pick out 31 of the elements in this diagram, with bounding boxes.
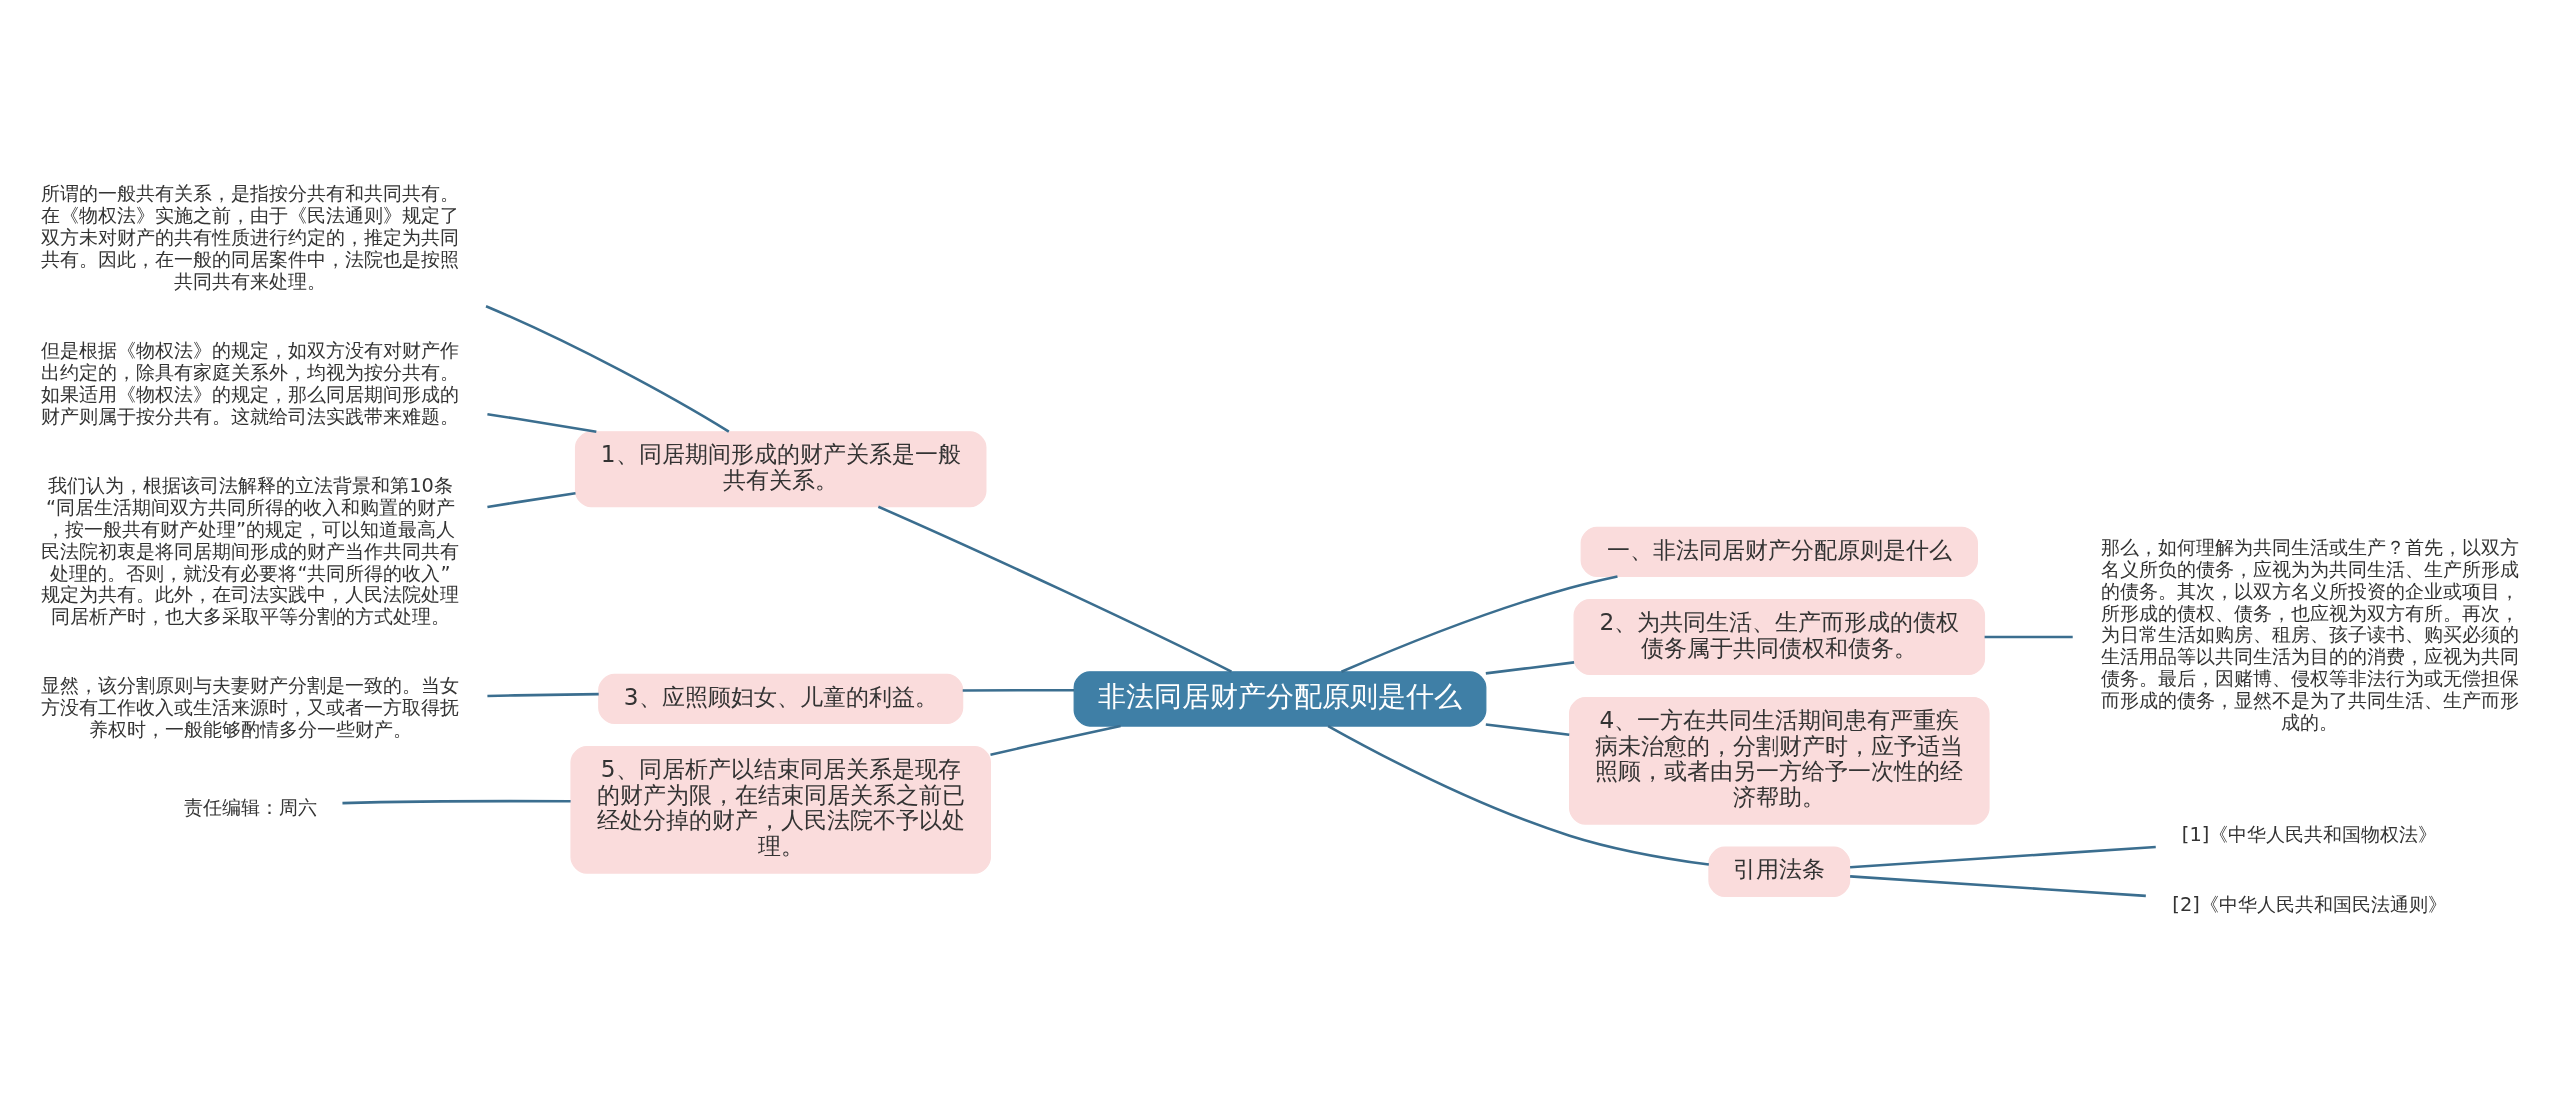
node-box: 2、为共同生活、生产而形成的债权债务属于共同债权和债务。 (1573, 598, 1986, 675)
connector (1485, 660, 1575, 675)
connector (487, 692, 599, 697)
connector (1850, 845, 2156, 868)
node-box: 非法同居财产分配原则是什么 (1073, 670, 1487, 727)
node-text: 显然，该分割原则与夫妻财产分割是一致的。当女方没有工作收入或生活来源时，又或者一方取得抚养权时，一般能够酌情多分一些财产。 (41, 673, 460, 741)
node-text: 我们认为，根据该司法解释的立法背景和第10条“同居生活期间双方共同所得的收入和购置的财产，按一般共有财产处理”的规定，可以知道最高人民法院初衷是将同居期间形成的财产当作共同共有处理的。否则，就没有必要将“共同所得的收入”规定为共有。此外，在司法实践中，人民法院处理同居析产时，也大多采取平等分割的方式处理。 (41, 473, 460, 628)
node-text: 责任编辑：周六 (183, 795, 317, 819)
connector (962, 688, 1075, 692)
connector (877, 505, 1232, 673)
connector (485, 304, 730, 433)
node-box: 5、同居析产以结束同居关系是现存的财产为限，在结束同居关系之前已经处分掉的财产，人民法院不予以处理。 (570, 745, 991, 874)
node-text: 但是根据《物权法》的规定，如双方没有对财产作出约定的，除具有家庭关系外，均视为按分共有。如果适用《物权法》的规定，那么同居期间形成的财产则属于按分共有。这就给司法实践带来难题。 (41, 338, 460, 428)
node-text: [1]《中华人民共和国物权法》 (2181, 822, 2438, 846)
connector (1327, 724, 1710, 866)
node-text: 那么，如何理解为共同生活或生产？首先，以双方名义所负的债务，应视为为共同生活、生产所形成的债务。其次，以双方名义所投资的企业或项目，所形成的债权、债务，也应视为双方有所。再次，为日常生活如购房、租房、孩子读书、购买必须的生活用品等以共同生活为目的的消费，应视为共同债务。最后，因赌博、侵权等非法行为或无偿担保而形成的债务，显然不是为了共同生活、生产而形成的。 (2100, 535, 2519, 734)
node-box: 一、非法同居财产分配原则是什么 (1580, 526, 1978, 577)
node-text: [2]《中华人民共和国民法通则》 (2172, 892, 2447, 916)
node-box: 3、应照顾妇女、儿童的利益。 (598, 673, 964, 724)
node-box: 1、同居期间形成的财产关系是一般共有关系。 (574, 430, 987, 507)
connector (487, 491, 576, 508)
connector (990, 724, 1121, 756)
connector (487, 412, 597, 433)
connector (1850, 874, 2146, 897)
connector (1485, 722, 1570, 736)
node-text: 所谓的一般共有关系，是指按分共有和共同共有。在《物权法》实施之前，由于《民法通则》规定了双方未对财产的共有性质进行约定的，推定为共同共有。因此，在一般的同居案件中，法院也是按照共同共有来处理。 (41, 181, 460, 293)
connector (342, 799, 571, 804)
connector (1984, 635, 2073, 638)
node-box: 引用法条 (1708, 846, 1851, 897)
connector (1340, 574, 1618, 673)
node-box: 4、一方在共同生活期间患有严重疾病未治愈的，分割财产时，应予适当照顾，或者由另一方给予一次性的经济帮助。 (1569, 696, 1990, 825)
